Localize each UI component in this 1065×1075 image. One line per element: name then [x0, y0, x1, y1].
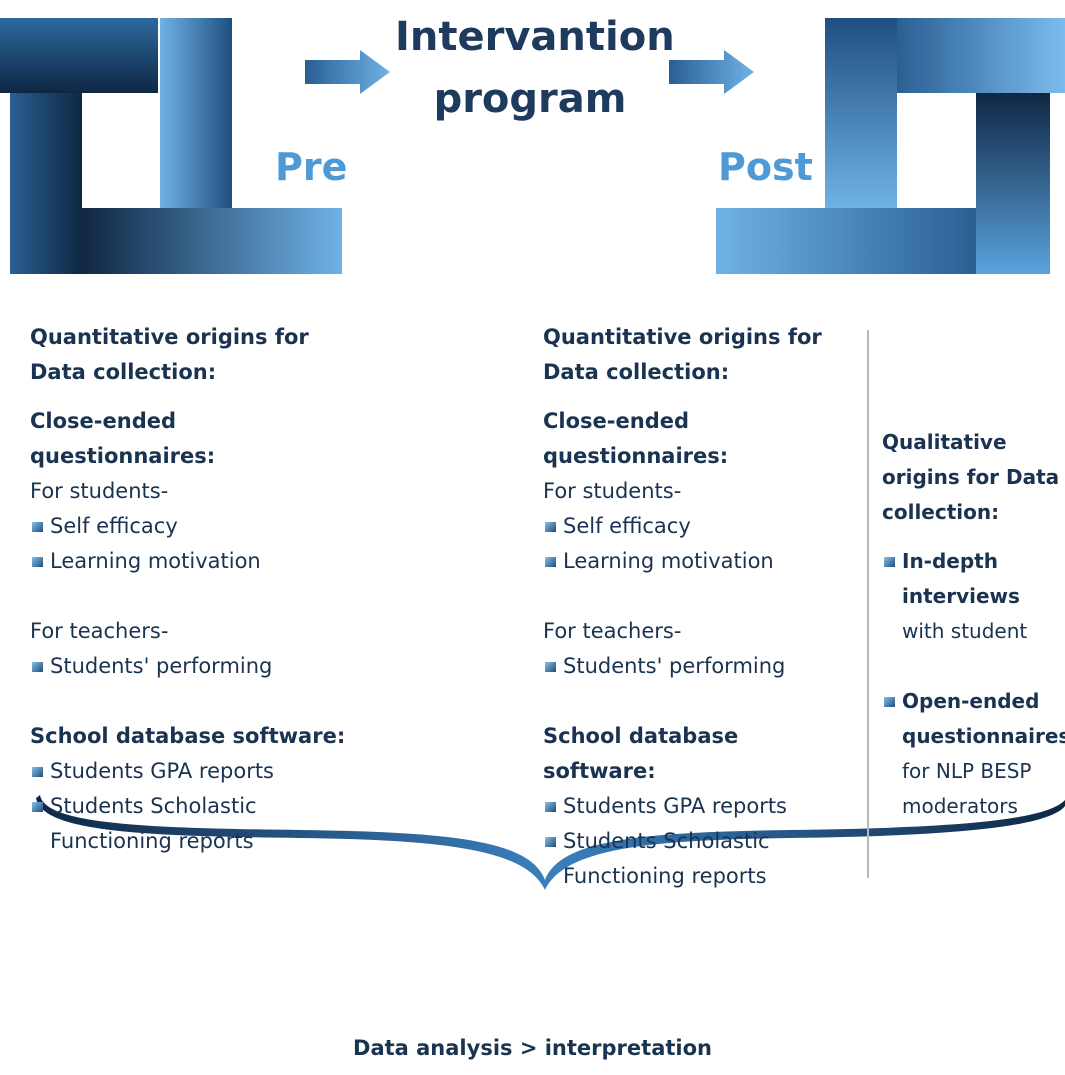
pre-database-item: Students Scholastic	[30, 789, 370, 824]
qualitative-data-column: Qualitative origins for Data collection:…	[882, 425, 1065, 824]
intervention-line2: program	[433, 76, 627, 122]
post-heading-line2: Data collection:	[543, 360, 730, 384]
brace-shape	[36, 795, 1065, 890]
pre-student-item: Self efficacy	[30, 509, 370, 544]
pre-questionnaire-line2: questionnaires:	[30, 444, 216, 468]
pre-label: Pre	[275, 145, 348, 189]
post-students-label: For students-	[543, 479, 682, 503]
pre-database-heading: School database software:	[30, 724, 346, 748]
post-database-item: Students GPA reports	[543, 789, 858, 824]
intervention-title: Intervantion program	[395, 6, 675, 130]
post-questionnaire-line1: Close-ended	[543, 409, 689, 433]
qual-item2-text-line2: moderators	[902, 794, 1018, 818]
pre-database-item-continuation: Functioning reports	[50, 829, 254, 853]
qual-item1-text: with student	[902, 619, 1028, 643]
post-teacher-item: Students' performing	[543, 649, 858, 684]
pre-database-item: Students GPA reports	[30, 754, 370, 789]
qual-item2-text-line1: for NLP BESP	[902, 759, 1032, 783]
post-questionnaire-line2: questionnaires:	[543, 444, 729, 468]
intervention-line1: Intervantion	[395, 14, 675, 60]
post-database-item-continuation: Functioning reports	[563, 864, 767, 888]
post-data-column: Quantitative origins for Data collection…	[543, 320, 858, 894]
pre-student-item: Learning motivation	[30, 544, 370, 579]
qual-item1-title: In-depth	[882, 544, 1065, 579]
post-label: Post	[718, 145, 813, 189]
pre-questionnaire-line1: Close-ended	[30, 409, 176, 433]
right-arrow-icon	[305, 50, 390, 94]
pre-heading-line2: Data collection:	[30, 360, 217, 384]
right-arrow-icon	[669, 50, 754, 94]
qual-heading-line3: collection:	[882, 500, 1000, 524]
post-student-item: Learning motivation	[543, 544, 858, 579]
post-database-item: Students Scholastic	[543, 824, 858, 859]
pre-block-shape	[0, 18, 342, 274]
pre-data-column: Quantitative origins for Data collection…	[30, 320, 370, 859]
qual-item2-title: Open-ended	[882, 684, 1065, 719]
post-student-item: Self efficacy	[543, 509, 858, 544]
qual-heading-line2: origins for Data	[882, 465, 1060, 489]
pre-teachers-label: For teachers-	[30, 619, 169, 643]
data-analysis-label: Data analysis > interpretation	[353, 1036, 712, 1060]
column-divider	[867, 330, 869, 878]
qual-item2-title-line2: questionnaires	[902, 724, 1065, 748]
pre-teacher-item: Students' performing	[30, 649, 370, 684]
pre-students-label: For students-	[30, 479, 169, 503]
qual-heading-line1: Qualitative	[882, 430, 1007, 454]
post-block-shape	[716, 18, 1065, 274]
post-teachers-label: For teachers-	[543, 619, 682, 643]
post-database-heading: School database software:	[543, 724, 739, 783]
post-heading-line1: Quantitative origins for	[543, 325, 822, 349]
pre-heading-line1: Quantitative origins for	[30, 325, 309, 349]
qual-item1-title-line2: interviews	[902, 584, 1020, 608]
